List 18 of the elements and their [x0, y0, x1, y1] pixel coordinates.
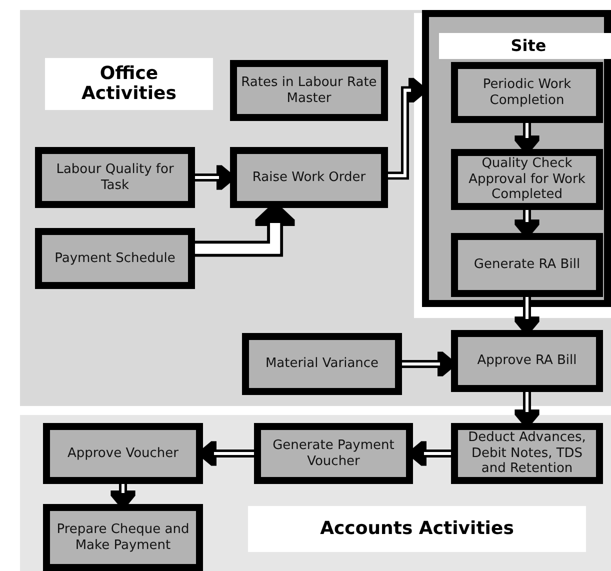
process-box: Generate Payment Voucher — [254, 423, 413, 484]
process-box: Prepare Cheque and Make Payment — [43, 504, 203, 571]
process-box: Rates in Labour Rate Master — [230, 60, 388, 121]
process-box: Periodic Work Completion — [451, 62, 603, 123]
region-heading: Site — [439, 33, 611, 59]
region-heading: Office Activities — [45, 58, 213, 110]
region-band — [20, 415, 611, 571]
process-box: Labour Quality for Task — [35, 147, 195, 208]
process-box: Raise Work Order — [230, 147, 388, 208]
process-box: Payment Schedule — [35, 228, 195, 289]
process-box: Generate RA Bill — [451, 233, 603, 297]
region-heading: Accounts Activities — [248, 506, 586, 552]
process-box: Quality Check Approval for Work Completed — [451, 149, 603, 210]
process-box: Deduct Advances, Debit Notes, TDS and Retention — [451, 423, 603, 484]
process-box: Approve Voucher — [43, 423, 203, 484]
process-box: Approve RA Bill — [451, 330, 603, 392]
process-box: Material Variance — [242, 333, 402, 395]
region-band — [20, 10, 611, 406]
